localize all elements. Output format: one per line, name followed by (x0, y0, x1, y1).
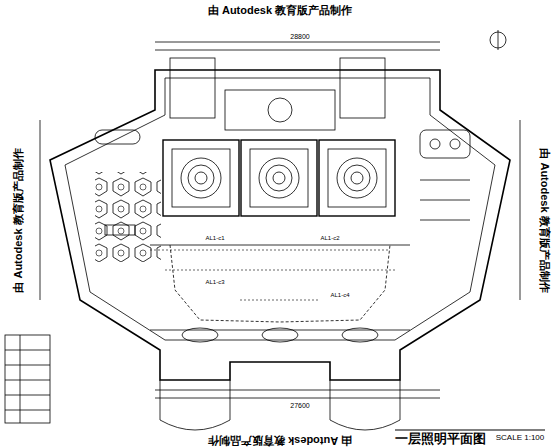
watermark: 由 Autodesk 教育版产品制作 (208, 5, 352, 16)
drawing-title: 一层照明平面图 (395, 432, 486, 445)
circuit-label: AL1-c3 (205, 279, 224, 285)
circuit-label: AL1-c4 (330, 292, 349, 298)
scale-note: SCALE 1:100 (496, 434, 544, 442)
watermark: 由 Autodesk 教育版产品制作 (208, 435, 352, 446)
watermark: 由 Autodesk 教育版产品制作 (13, 148, 24, 292)
circuit-label: AL1-c2 (320, 235, 339, 241)
dimension: 27600 (290, 402, 309, 409)
watermark: 由 Autodesk 教育版产品制作 (538, 148, 549, 292)
dimension: 28800 (290, 33, 309, 40)
circuit-label: AL1-c1 (205, 235, 224, 241)
